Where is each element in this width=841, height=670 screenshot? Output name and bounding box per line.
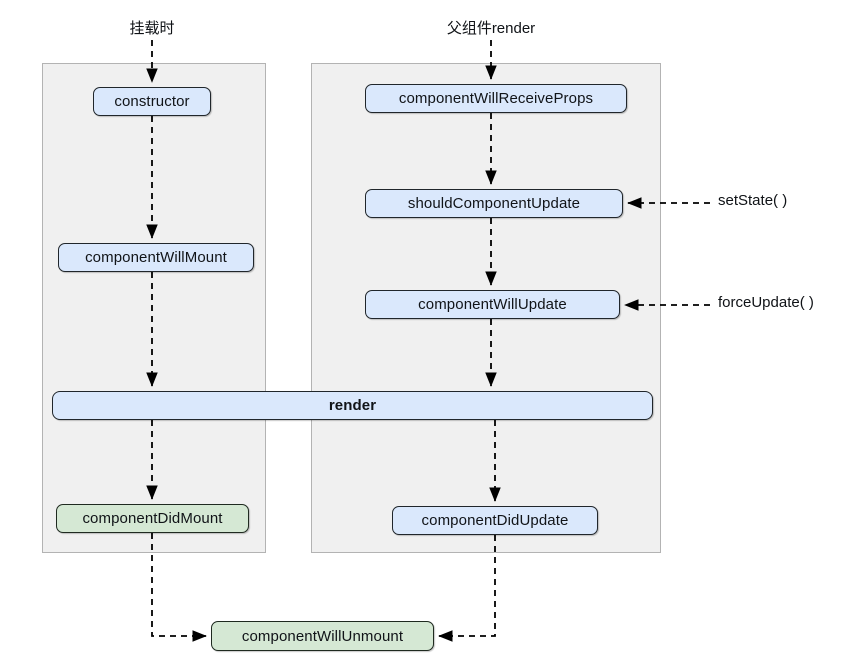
node-component-will-update[interactable]: componentWillUpdate [365, 290, 620, 319]
node-component-will-receive-props[interactable]: componentWillReceiveProps [365, 84, 627, 113]
mount-phase-container [42, 63, 266, 553]
node-component-did-mount[interactable]: componentDidMount [56, 504, 249, 533]
node-component-will-mount[interactable]: componentWillMount [58, 243, 254, 272]
node-constructor[interactable]: constructor [93, 87, 211, 116]
label-force-update: forceUpdate( ) [718, 294, 814, 311]
node-should-component-update[interactable]: shouldComponentUpdate [365, 189, 623, 218]
mount-phase-title: 挂载时 [129, 20, 175, 37]
update-phase-title: 父组件render [446, 20, 536, 37]
node-component-did-update[interactable]: componentDidUpdate [392, 506, 598, 535]
label-set-state: setState( ) [718, 192, 788, 209]
node-render[interactable]: render [52, 391, 653, 420]
node-component-will-unmount[interactable]: componentWillUnmount [211, 621, 434, 651]
